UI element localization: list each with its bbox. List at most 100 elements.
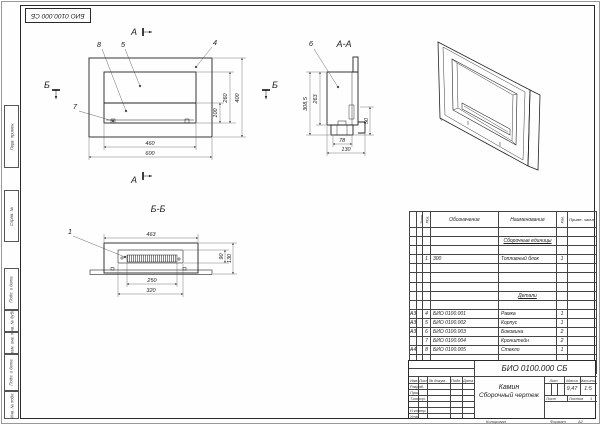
dim-50: 50 (364, 117, 370, 124)
tb-line (462, 376, 463, 418)
spec-cell-t (567, 236, 597, 247)
spec-cell-f (409, 245, 417, 256)
spec-cell-n (498, 299, 557, 310)
margin-stamp-podp-data-2: Подп. и дата (4, 354, 19, 391)
spec-cell-f: А3 (409, 327, 417, 338)
margin-stamp-label: Инв. № подл. (9, 392, 15, 418)
tb-mass-label: Масса (566, 377, 578, 383)
position-5: 5 (121, 40, 126, 49)
margin-stamp-label: Подп. и дата (9, 359, 14, 386)
spec-cell-t (567, 327, 597, 338)
spec-cell-d (430, 245, 499, 256)
spec-cell-d (430, 272, 499, 283)
burner-hatch (126, 254, 178, 263)
spec-cell-p (422, 263, 431, 274)
spec-cell-t (567, 336, 597, 347)
tb-line (409, 401, 474, 402)
spec-cell-n: Рамка (498, 308, 557, 319)
aa-dimension-lines (306, 71, 374, 156)
spec-cell-q (556, 272, 568, 283)
spec-cell-q: 2 (556, 327, 568, 338)
section-a-label-top: А (130, 27, 137, 37)
spec-row (409, 245, 597, 256)
dim-100: 100 (213, 107, 219, 117)
spec-row (409, 263, 597, 274)
spec-cell-t (567, 263, 597, 274)
tb-document-number: БИО 0100.000 СБ (501, 364, 568, 373)
spec-cell-p: 5 (422, 317, 431, 329)
spec-cell-n (498, 263, 557, 274)
tb-line (450, 376, 451, 418)
spec-cell-f (409, 299, 417, 310)
tb-scale-label: Масштаб (580, 377, 596, 383)
tb-line (409, 395, 474, 396)
bb-geometry (89, 242, 213, 275)
tb-line (409, 383, 474, 384)
section-aa-view: А-А 6 308,5 263 50 78 130 (303, 39, 374, 156)
spec-cell-t (567, 226, 597, 238)
spec-cell-t (567, 299, 597, 310)
tb-sheet-label: Лист (546, 396, 557, 401)
tb-row-utv: Утв. (410, 414, 419, 419)
spec-cell-n: Стекло (498, 345, 557, 356)
tb-line (418, 376, 419, 418)
dim-460: 460 (145, 141, 155, 147)
spec-cell-p (422, 281, 431, 292)
spec-cell-f: А3 (409, 308, 417, 319)
front-view: А А Б Б 8 5 4 7 460 600 100 260 400 (44, 27, 278, 185)
spec-cell-t (567, 308, 597, 319)
dim-320: 320 (146, 288, 156, 294)
spec-cell-t (567, 272, 597, 283)
spec-cell-d: БИО 0100.002 (430, 317, 499, 329)
spec-cell-d: БИО 0100.005 (430, 345, 499, 356)
inverted-designation-text: БИО 0100.000 СБ (31, 12, 85, 19)
spec-row: Детали (409, 290, 597, 301)
section-aa-title: А-А (335, 39, 351, 49)
spec-cell-q (556, 299, 568, 310)
tb-line (567, 395, 568, 401)
tb-col-izm: Изм. (410, 377, 418, 383)
spec-cell-p (422, 272, 431, 283)
dim-600: 600 (145, 151, 155, 157)
front-section-marks (52, 28, 270, 180)
spec-cell-q (556, 263, 568, 274)
tb-col-list: Лист (419, 377, 427, 383)
spec-cell-f (409, 336, 417, 347)
tb-name-cell: Камин Сборочный чертеж (475, 378, 543, 406)
tb-col-podp: Подп. (451, 377, 462, 383)
margin-stamp-label: Инв. № дубл. (9, 310, 15, 332)
section-a-label-bottom: А (130, 175, 137, 185)
section-bb-title: Б-Б (151, 204, 166, 214)
tb-mass-value: 9,47 (566, 386, 578, 392)
tb-row-tkontr: Т.контр. (410, 396, 426, 401)
spec-cell-q: 1 (556, 308, 568, 319)
position-6: 6 (309, 39, 314, 48)
tb-line (409, 389, 474, 390)
spec-header-pos: Поз. (422, 211, 431, 228)
position-7: 7 (73, 102, 78, 111)
bb-dimension-lines (103, 234, 237, 297)
spec-cell-p: 4 (422, 308, 431, 319)
format-label: Формат (550, 419, 566, 424)
dim-90: 90 (219, 253, 225, 260)
spec-header-designation: Обозначение (430, 211, 499, 228)
spec-cell-p: 7 (422, 336, 431, 347)
margin-stamp-label: Подп. и дата (9, 275, 14, 303)
spec-cell-q (556, 290, 568, 301)
dim-308-5: 308,5 (303, 96, 309, 111)
spec-cell-f (409, 263, 417, 274)
spec-cell-n (498, 226, 557, 238)
spec-cell-n: Кронштейн (498, 336, 557, 347)
dim-463: 463 (146, 232, 156, 238)
spec-cell-p (422, 245, 431, 256)
spec-cell-f (409, 254, 417, 265)
spec-cell-q: 2 (556, 336, 568, 347)
tb-doc-type: Сборочный чертеж (478, 392, 540, 400)
spec-cell-d: БИО 0100.001 (430, 308, 499, 319)
spec-cell-t (567, 254, 597, 265)
spec-cell-t (567, 281, 597, 292)
tb-sheets-label: Листов (569, 396, 584, 401)
front-opening (103, 71, 197, 124)
